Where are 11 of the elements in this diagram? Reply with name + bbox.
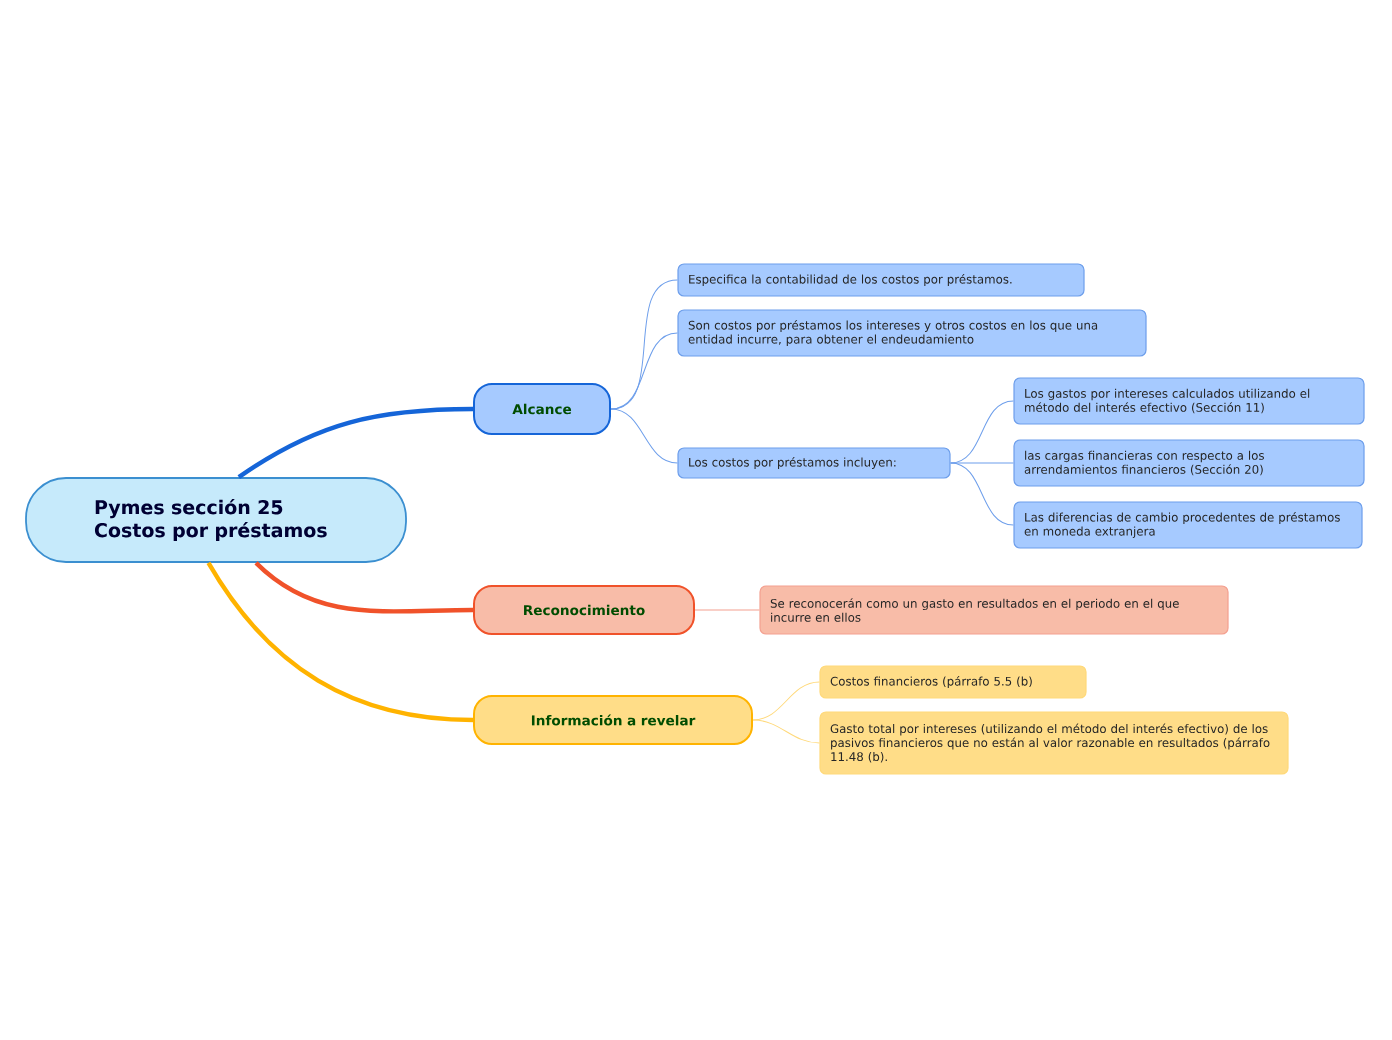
central-topic: Pymes sección 25 Costos por préstamos bbox=[25, 477, 407, 563]
connector bbox=[237, 406, 474, 479]
connector bbox=[610, 408, 678, 464]
connector bbox=[610, 332, 678, 410]
connector bbox=[254, 561, 474, 614]
connector bbox=[950, 462, 1014, 464]
connector bbox=[206, 561, 474, 723]
connector bbox=[694, 609, 760, 611]
connector bbox=[950, 462, 1014, 526]
connector bbox=[752, 681, 820, 721]
connector bbox=[752, 719, 820, 744]
